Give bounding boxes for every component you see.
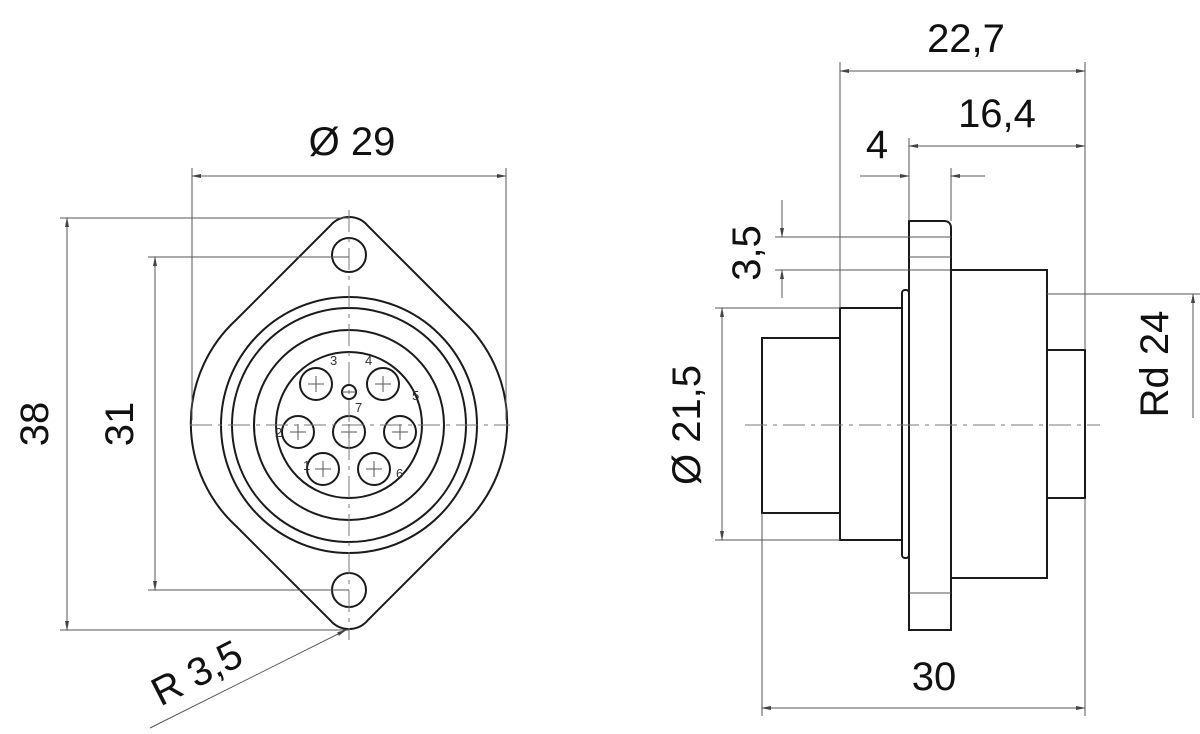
pin-3 bbox=[299, 367, 333, 401]
dim-height-31: 31 bbox=[98, 402, 142, 447]
dim-thread-rd-24: Rd 24 bbox=[1133, 311, 1177, 418]
dim-diameter-29: Ø 29 bbox=[309, 120, 396, 164]
dim-diameter-21-5: Ø 21,5 bbox=[665, 365, 709, 485]
pin-4 bbox=[366, 367, 400, 401]
pin-2 bbox=[281, 415, 315, 449]
dim-overall-30: 30 bbox=[912, 655, 957, 699]
front-view: 1 2 3 4 5 6 7 Ø 29 38 31 R 3,5 bbox=[13, 120, 510, 729]
rear-cap bbox=[1046, 349, 1086, 499]
pin-number-3: 3 bbox=[330, 353, 337, 368]
seal-step bbox=[901, 289, 910, 559]
dim-flange-width-4: 4 bbox=[866, 123, 888, 167]
side-view: 22,7 16,4 4 3,5 Rd 24 Ø 21,5 30 bbox=[665, 17, 1200, 716]
pin-number-6: 6 bbox=[396, 466, 403, 481]
dim-length-16-4: 16,4 bbox=[958, 92, 1036, 136]
pin-number-4: 4 bbox=[365, 353, 372, 368]
dim-step-3-5: 3,5 bbox=[725, 225, 769, 281]
pin-number-2: 2 bbox=[275, 425, 282, 440]
front-body bbox=[839, 307, 903, 541]
pin-number-1: 1 bbox=[303, 458, 310, 473]
dim-length-22-7: 22,7 bbox=[927, 17, 1005, 61]
dim-radius-3-5: R 3,5 bbox=[145, 632, 250, 715]
pin-number-5: 5 bbox=[412, 388, 419, 403]
dim-height-38: 38 bbox=[13, 402, 57, 447]
pin-5 bbox=[383, 415, 417, 449]
pin-6 bbox=[357, 452, 391, 486]
dim-leader-radius bbox=[149, 629, 347, 729]
pin-1 bbox=[306, 452, 340, 486]
flange-outline bbox=[189, 216, 509, 630]
pin-number-7: 7 bbox=[355, 400, 362, 415]
rear-thread-body bbox=[950, 269, 1048, 579]
